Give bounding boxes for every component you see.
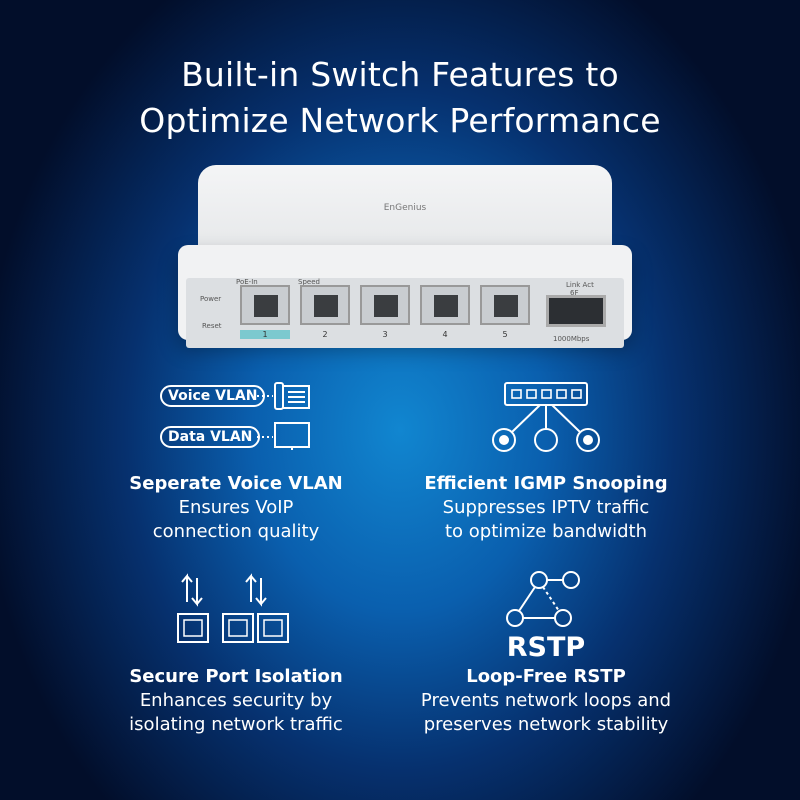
ethernet-port <box>420 285 470 325</box>
port-number: 1 <box>240 330 290 339</box>
data-vlan-pill: Data VLAN <box>160 426 261 448</box>
headline-line-2: Optimize Network Performance <box>139 101 661 140</box>
sfp-port <box>546 295 606 327</box>
sfp-speed-label: 1000Mbps <box>553 335 590 343</box>
port-isolation-icon <box>177 573 289 643</box>
feature-desc: Enhances security by <box>139 690 333 711</box>
port-number: 3 <box>382 330 388 339</box>
rstp-badge: RSTP <box>506 632 586 663</box>
feature-desc: isolating network traffic <box>129 714 343 735</box>
brand-logo: EnGenius <box>383 203 427 213</box>
feature-igmp-snooping: Efficient IGMP Snooping Suppresses IPTV … <box>381 472 711 544</box>
reset-label: Reset <box>202 322 222 330</box>
ethernet-port <box>240 285 290 325</box>
feature-title: Loop-Free RSTP <box>466 666 626 687</box>
sfp-port-label: 6F <box>570 289 579 297</box>
ethernet-port <box>300 285 350 325</box>
port-number: 5 <box>502 330 508 339</box>
feature-desc: Prevents network loops and <box>420 690 672 711</box>
feature-title: Seperate Voice VLAN <box>129 473 343 494</box>
rstp-topology-icon <box>506 571 580 627</box>
link-act-label: Link Act <box>566 281 594 289</box>
feature-desc: to optimize bandwidth <box>445 521 647 542</box>
poe-in-label: PoE-In <box>236 278 258 286</box>
feature-desc: Suppresses IPTV traffic <box>442 497 650 518</box>
headline-line-1: Built-in Switch Features to <box>181 55 619 94</box>
port-number: 2 <box>322 330 328 339</box>
power-label: Power <box>200 295 222 303</box>
feature-port-isolation: Secure Port Isolation Enhances security … <box>71 665 401 737</box>
feature-desc: preserves network stability <box>423 714 669 735</box>
feature-voice-vlan: Seperate Voice VLAN Ensures VoIP connect… <box>71 472 401 544</box>
headline: Built-in Switch Features to Optimize Net… <box>0 52 800 144</box>
phone-and-monitor-icon <box>257 382 310 450</box>
voice-vlan-pill: Voice VLAN <box>160 385 266 407</box>
network-switch-image: EnGenius Power Reset PoE-In Speed Link A… <box>178 165 632 360</box>
feature-desc: connection quality <box>152 521 320 542</box>
ethernet-port <box>480 285 530 325</box>
feature-desc: Ensures VoIP <box>178 497 294 518</box>
ethernet-port <box>360 285 410 325</box>
speed-label: Speed <box>298 278 320 286</box>
port-number: 4 <box>442 330 448 339</box>
igmp-multicast-icon <box>492 382 600 452</box>
feature-title: Efficient IGMP Snooping <box>424 473 668 494</box>
feature-rstp: Loop-Free RSTP Prevents network loops an… <box>381 665 711 737</box>
feature-title: Secure Port Isolation <box>129 666 343 687</box>
